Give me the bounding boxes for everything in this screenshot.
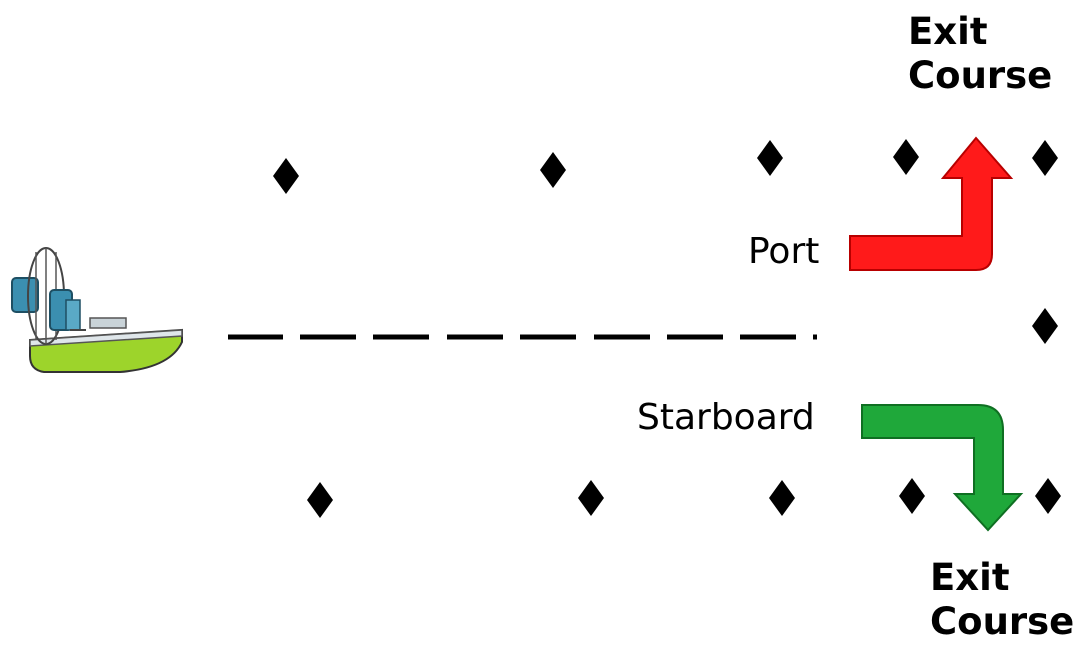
diamond-marker-icon [1032,308,1058,344]
diamond-marker-icon [540,152,566,188]
turn-arrow-down-icon [861,404,1024,532]
diamond-marker-icon [899,478,925,514]
exit-label-line1: Exit [930,556,1010,599]
top-marker-row [273,139,1058,194]
diamond-marker-icon [307,482,333,518]
diamond-marker-icon [273,158,299,194]
diamond-marker-icon [757,140,783,176]
diamond-marker-icon [578,480,604,516]
diamond-marker-icon [1032,140,1058,176]
exit-label-line1: Exit [908,10,988,53]
bottom-marker-row [307,478,1061,518]
diamond-marker-icon [893,139,919,175]
starboard-label: Starboard [637,397,815,438]
diamond-marker-icon [1035,478,1061,514]
exit-course-label-bottom: Exit Course [930,556,1074,644]
diamond-marker-icon [769,480,795,516]
turn-arrow-up-icon [849,136,1014,271]
exit-label-line2: Course [930,600,1075,643]
port-label: Port [748,231,820,272]
airboat-icon [11,247,183,373]
exit-label-line2: Course [908,54,1053,97]
exit-course-label-top: Exit Course [908,10,1052,98]
